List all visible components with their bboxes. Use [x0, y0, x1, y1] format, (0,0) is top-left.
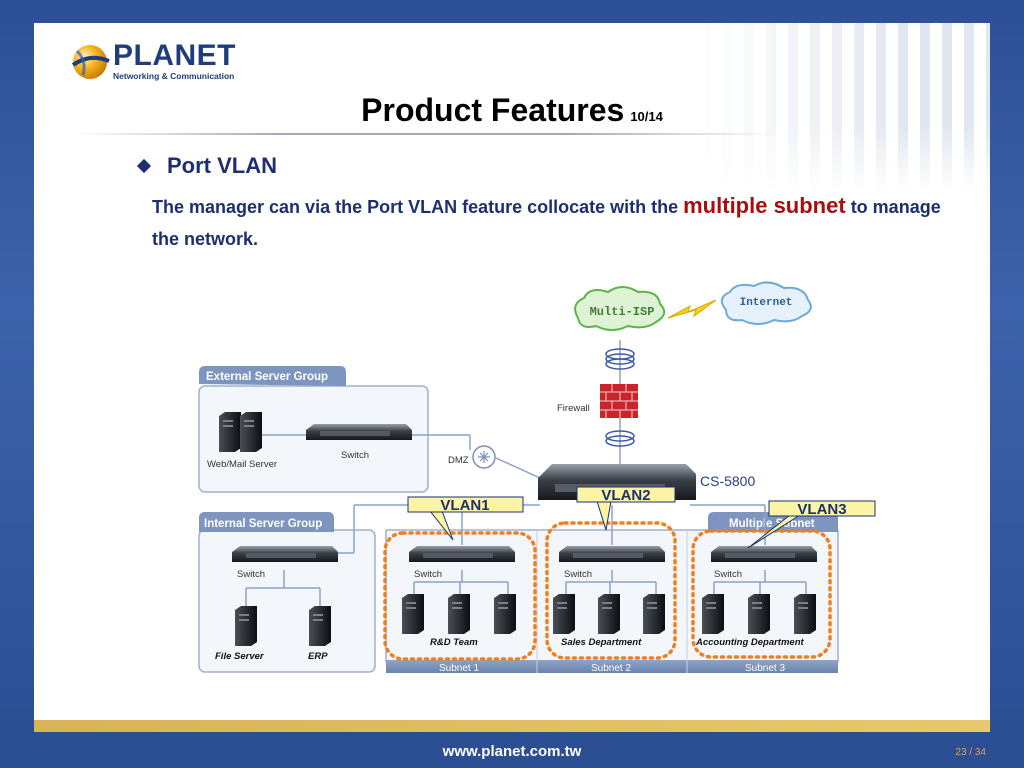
external-switch-label: Switch [341, 450, 369, 461]
page-title: Product Features 10/14 [34, 92, 990, 129]
dmz-router-icon [472, 445, 496, 469]
internal-switch-label: Switch [237, 569, 265, 580]
page-number: 23 / 34 [955, 747, 986, 758]
network-diagram: External Server Group Internal Server Gr… [198, 281, 876, 674]
vlan2-label: VLAN2 [601, 487, 650, 504]
internal-group-title: Internal Server Group [204, 518, 322, 530]
erp-label: ERP [308, 651, 328, 662]
vlan1-callout: VLAN1 [407, 496, 524, 541]
file-server-label: File Server [215, 651, 265, 662]
internet-cloud-icon: Internet [720, 281, 812, 325]
core-switch-label: CS-5800 [700, 473, 755, 489]
vlan3-label: VLAN3 [797, 501, 846, 518]
internet-label: Internet [740, 297, 793, 309]
internal-server-group-panel: Internal Server Group [198, 512, 376, 673]
subnet2-switch-label: Switch [564, 569, 592, 580]
vlan-groupings [383, 521, 832, 661]
subnet3-switch-label: Switch [714, 569, 742, 580]
dmz-label: DMZ [448, 455, 469, 466]
firewall-label: Firewall [557, 403, 590, 414]
external-group-title: External Server Group [206, 371, 328, 383]
lightning-icon [667, 299, 717, 319]
title-page-count: 10/14 [630, 109, 663, 124]
rd-team-label: R&D Team [430, 637, 478, 648]
web-mail-server-label: Web/Mail Server [207, 459, 277, 470]
logo-tagline: Networking & Communication [113, 70, 235, 81]
footer-url[interactable]: www.planet.com.tw [442, 743, 582, 760]
footer-band [34, 720, 990, 732]
bullet-item: Port VLAN [136, 153, 277, 179]
title-main: Product Features [361, 92, 625, 128]
description: The manager can via the Port VLAN featur… [152, 190, 952, 255]
subnet-2-label: Subnet 2 [591, 663, 631, 674]
multiple-subnet-title: Multiple Subnet [729, 518, 815, 530]
firewall-icon [600, 384, 638, 418]
bullet-text: Port VLAN [167, 153, 277, 178]
sales-dept-label: Sales Department [561, 637, 642, 648]
subnet-3-label: Subnet 3 [745, 663, 785, 674]
description-part2: to manage the network. [152, 197, 941, 249]
multi-isp-label: Multi-ISP [590, 305, 655, 319]
cable-rings [605, 348, 635, 447]
vlan3-callout: VLAN3 [747, 500, 876, 549]
multi-isp-cloud-icon: Multi-ISP [574, 286, 666, 331]
vlan1-label: VLAN1 [440, 497, 489, 514]
planet-globe-icon [71, 45, 110, 79]
accounting-dept-label: Accounting Department [695, 637, 805, 648]
background-fade [700, 23, 990, 193]
subnet-1-label: Subnet 1 [439, 663, 479, 674]
logo-name: PLANET [113, 38, 236, 72]
description-part1: The manager can via the Port VLAN featur… [152, 197, 684, 217]
description-highlight: multiple subnet [683, 193, 846, 218]
vlan2-callout: VLAN2 [576, 486, 676, 531]
title-divider [74, 133, 774, 135]
planet-logo: PLANET Networking & Communication [69, 38, 236, 81]
subnet1-switch-label: Switch [414, 569, 442, 580]
